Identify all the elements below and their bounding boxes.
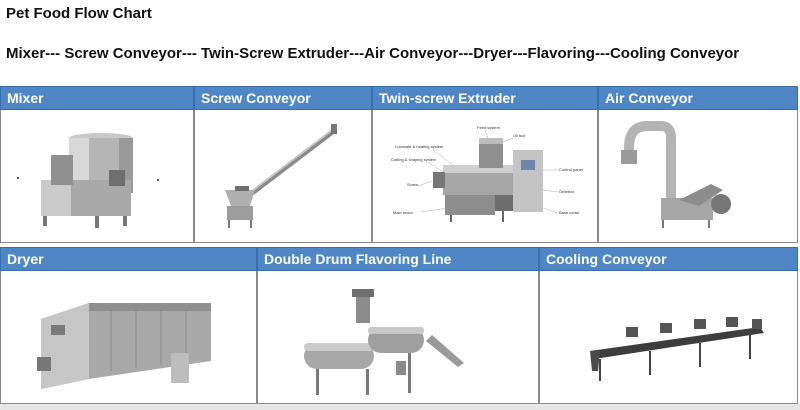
cell-header-twin-screw-extruder: Twin-screw Extruder xyxy=(372,86,598,110)
page-title: Pet Food Flow Chart xyxy=(6,5,152,22)
cell-air-conveyor: Air Conveyor xyxy=(598,86,798,243)
extruder-label-lubricate-heating: Lubricate & heating system xyxy=(395,144,444,149)
cell-header-double-drum-flavoring-line: Double Drum Flavoring Line xyxy=(257,247,539,271)
flow-sequence-heading: Mixer--- Screw Conveyor--- Twin-Screw Ex… xyxy=(6,45,740,62)
air-conveyor-illustration xyxy=(621,121,731,228)
extruder-label-base-motor: Base motor xyxy=(559,210,580,215)
extruder-label-control-panel: Control panel xyxy=(559,167,583,172)
extruder-callouts xyxy=(417,129,559,214)
extruder-label-gearbox: Gearbox xyxy=(559,189,574,194)
flavoring-line-illustration xyxy=(304,289,464,395)
double-drum-flavoring-line-image xyxy=(257,271,539,404)
mixer-illustration xyxy=(17,133,159,228)
twin-screw-extruder-image: Feed system Lubricate & heating system C… xyxy=(372,110,598,243)
extruder-illustration xyxy=(433,138,543,222)
cell-cooling-conveyor: Cooling Conveyor xyxy=(539,247,798,404)
cell-header-mixer: Mixer xyxy=(0,86,194,110)
cell-header-dryer: Dryer xyxy=(0,247,257,271)
cell-screw-conveyor: Screw Conveyor xyxy=(194,86,372,243)
extruder-label-screw: Screw xyxy=(407,182,418,187)
extruder-label-feed-system: Feed system xyxy=(477,125,501,130)
cooling-conveyor-image xyxy=(539,271,798,404)
air-conveyor-image xyxy=(598,110,798,243)
cell-dryer: Dryer xyxy=(0,247,257,404)
cell-header-screw-conveyor: Screw Conveyor xyxy=(194,86,372,110)
cooling-conveyor-illustration xyxy=(590,317,764,381)
extruder-label-oil-box: Oil box xyxy=(513,133,525,138)
dryer-illustration xyxy=(37,303,211,389)
cell-header-air-conveyor: Air Conveyor xyxy=(598,86,798,110)
screw-conveyor-illustration xyxy=(225,124,337,228)
bottom-edge-bar xyxy=(0,404,800,410)
screw-conveyor-image xyxy=(194,110,372,243)
extruder-label-cutting-shaping: Cutting & shaping system xyxy=(391,157,437,162)
dryer-image xyxy=(0,271,257,404)
extruder-label-main-motor: Main motor xyxy=(393,210,414,215)
cell-twin-screw-extruder: Twin-screw Extruder xyxy=(372,86,598,243)
cell-mixer: Mixer xyxy=(0,86,194,243)
cell-header-cooling-conveyor: Cooling Conveyor xyxy=(539,247,798,271)
cell-double-drum-flavoring-line: Double Drum Flavoring Line xyxy=(257,247,539,404)
mixer-image xyxy=(0,110,194,243)
